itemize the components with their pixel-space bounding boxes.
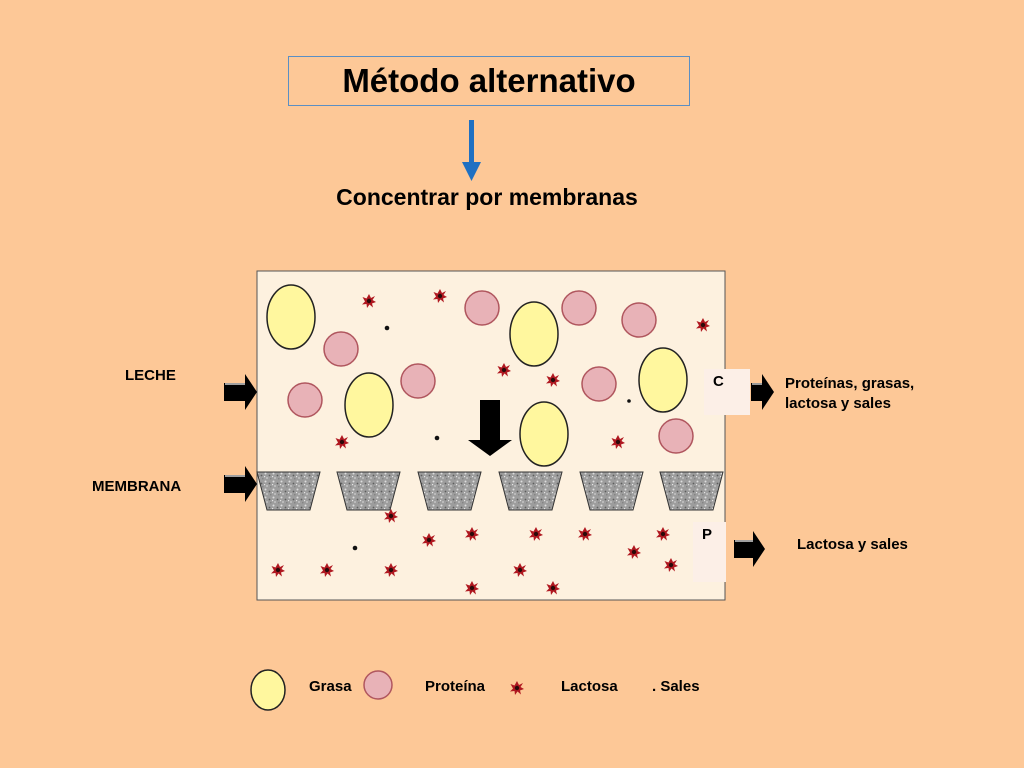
inlet-arrow-membrana [224,466,257,502]
page-title: Método alternativo [342,62,636,99]
legend-label-grasa: Grasa [309,678,352,695]
label-membrana: MEMBRANA [92,478,182,495]
proteins [287,290,694,454]
salts [352,325,631,551]
inlet-arrow-leche [224,374,257,410]
flow-down-arrow [462,120,481,181]
outlet-arrow-permeate [734,531,765,567]
concentrate-description-line1: Proteínas, grasas, [785,375,915,392]
permeate-tag: P [693,522,726,582]
fat-globules [266,284,688,467]
legend-label-sales: . Sales [652,678,700,695]
concentrate-tag: C [704,369,750,415]
legend-label-lactosa: Lactosa [561,678,618,695]
concentrate-description: Proteínas, grasas, lactosa y sales [785,374,914,414]
title-box: Método alternativo [288,56,690,106]
outlet-arrow-concentrate [751,374,774,410]
permeate-tag-label: P [702,526,713,543]
permeate-description: Lactosa y sales [797,536,908,553]
membrane [256,471,724,511]
concentrate-description-line2: lactosa y sales [785,395,891,412]
pressure-arrow [468,400,512,456]
legend-label-proteina: Proteína [425,678,486,695]
label-leche: LECHE [125,367,176,384]
legend-shapes [250,669,524,711]
concentrate-tag-label: C [713,373,724,390]
subtitle: Concentrar por membranas [336,184,638,210]
